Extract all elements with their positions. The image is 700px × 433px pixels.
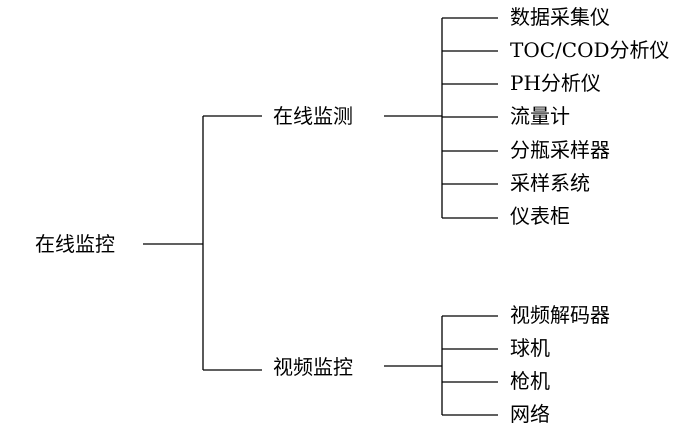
leaf-label: 球机	[510, 336, 550, 360]
leaf-label: 网络	[510, 402, 550, 426]
leaf-label: 视频解码器	[510, 303, 610, 327]
leaf-label: 采样系统	[510, 171, 590, 195]
branch-label-video-monitoring: 视频监控	[273, 355, 353, 379]
leaf-label: PH分析仪	[510, 71, 601, 95]
leaf-label: 数据采集仪	[510, 5, 610, 29]
root-node-label: 在线监控	[35, 232, 115, 256]
leaf-label: 仪表柜	[510, 204, 570, 228]
leaf-label: 分瓶采样器	[510, 138, 610, 162]
branch-label-online-monitoring: 在线监测	[273, 104, 353, 128]
leaf-label: 枪机	[510, 369, 550, 393]
leaf-label: 流量计	[510, 104, 570, 128]
leaf-label: TOC/COD分析仪	[510, 38, 670, 62]
